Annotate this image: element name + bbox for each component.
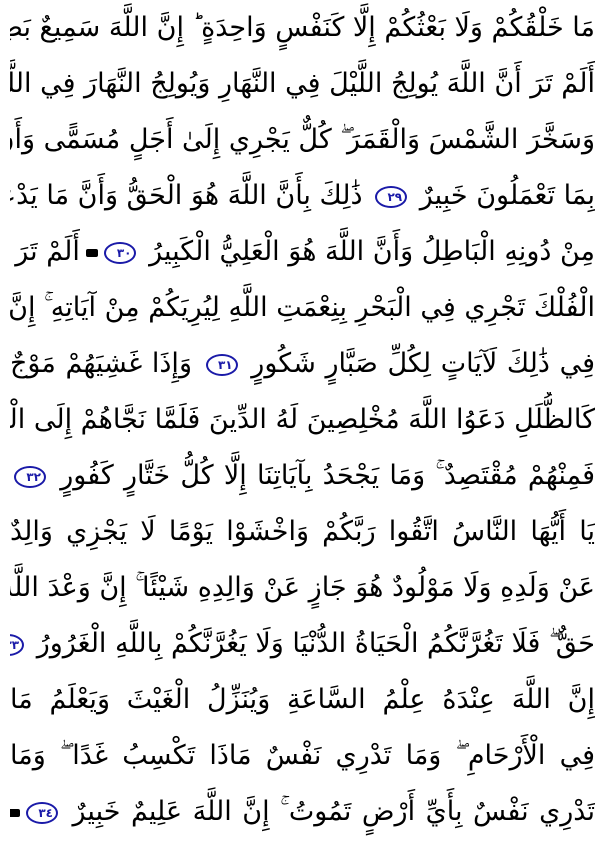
line-text: عَنْ وَلَدِهِ وَلَا مَوْلُودٌ هُوَ جَازٍ… xyxy=(10,572,595,603)
verse-line-6: الْفُلْكَ تَجْرِي فِي الْبَحْرِ بِنِعْمَ… xyxy=(10,280,595,336)
verse-line-13: إِنَّ اللَّهَ عِنْدَهُ عِلْمُ السَّاعَةِ… xyxy=(10,672,595,728)
line-text-continued: ذَٰلِكَ بِأَنَّ اللَّهَ هُوَ الْحَقُّ وَ… xyxy=(10,180,363,211)
line-text: مِنْ دُونِهِ الْبَاطِلُ وَأَنَّ اللَّهَ … xyxy=(149,236,595,267)
line-text: تَدْرِي نَفْسٌ بِأَيِّ أَرْضٍ تَمُوتُ ۚ … xyxy=(72,796,595,827)
verse-line-2: أَلَمْ تَرَ أَنَّ اللَّهَ يُولِجُ اللَّي… xyxy=(10,56,595,112)
verse-line-14: فِي الْأَرْحَامِ ۖ وَمَا تَدْرِي نَفْسٌ … xyxy=(10,728,595,784)
sajda-sign-icon xyxy=(10,808,20,817)
ayah-number-marker: ٣٣ xyxy=(10,633,25,656)
line-text: مَا خَلْقُكُمْ وَلَا بَعْثُكُمْ إِلَّا ك… xyxy=(10,12,595,43)
verse-line-12: حَقٌّ ۖ فَلَا تَغُرَّنَّكُمُ الْحَيَاةُ … xyxy=(10,616,595,672)
ayah-number-marker: ٣٠ xyxy=(104,241,137,264)
line-text: وَسَخَّرَ الشَّمْسَ وَالْقَمَرَ ۖ كُلٌّ … xyxy=(10,124,595,155)
verse-line-7: فِي ذَٰلِكَ لَآيَاتٍ لِكُلِّ صَبَّارٍ شَ… xyxy=(10,336,595,392)
line-text: فِي الْأَرْحَامِ ۖ وَمَا تَدْرِي نَفْسٌ … xyxy=(10,740,595,771)
line-text: كَالظُّلَلِ دَعَوُا اللَّهَ مُخْلِصِينَ … xyxy=(10,404,595,435)
verse-line-4: بِمَا تَعْمَلُونَ خَبِيرٌ ٢٩ ذَٰلِكَ بِأ… xyxy=(10,168,595,224)
verse-line-10: يَا أَيُّهَا النَّاسُ اتَّقُوا رَبَّكُمْ… xyxy=(10,504,595,560)
verse-line-1: مَا خَلْقُكُمْ وَلَا بَعْثُكُمْ إِلَّا ك… xyxy=(10,0,595,56)
ayah-number-marker: ٣١ xyxy=(205,353,238,376)
line-text: حَقٌّ ۖ فَلَا تَغُرَّنَّكُمُ الْحَيَاةُ … xyxy=(36,628,595,659)
ayah-number-marker: ٣٤ xyxy=(26,801,58,824)
verse-line-11: عَنْ وَلَدِهِ وَلَا مَوْلُودٌ هُوَ جَازٍ… xyxy=(10,560,595,616)
line-text: الْفُلْكَ تَجْرِي فِي الْبَحْرِ بِنِعْمَ… xyxy=(10,292,595,323)
line-text: يَا أَيُّهَا النَّاسُ اتَّقُوا رَبَّكُمْ… xyxy=(10,516,595,547)
line-text: فَمِنْهُمْ مُقْتَصِدٌ ۚ وَمَا يَجْحَدُ ب… xyxy=(60,460,595,491)
line-text: إِنَّ اللَّهَ عِنْدَهُ عِلْمُ السَّاعَةِ… xyxy=(10,684,595,715)
verse-line-8: كَالظُّلَلِ دَعَوُا اللَّهَ مُخْلِصِينَ … xyxy=(10,392,595,448)
line-text: بِمَا تَعْمَلُونَ خَبِيرٌ xyxy=(419,180,595,211)
verse-line-3: وَسَخَّرَ الشَّمْسَ وَالْقَمَرَ ۖ كُلٌّ … xyxy=(10,112,595,168)
sajda-sign-icon xyxy=(86,248,99,257)
line-text: فِي ذَٰلِكَ لَآيَاتٍ لِكُلِّ صَبَّارٍ شَ… xyxy=(251,348,595,379)
verse-line-15: تَدْرِي نَفْسٌ بِأَيِّ أَرْضٍ تَمُوتُ ۚ … xyxy=(10,784,595,840)
verse-line-5: مِنْ دُونِهِ الْبَاطِلُ وَأَنَّ اللَّهَ … xyxy=(10,224,595,280)
line-text-continued: أَلَمْ تَرَ أَنَّ xyxy=(10,236,80,267)
ayah-number-marker: ٣٢ xyxy=(14,465,46,488)
verse-line-9: فَمِنْهُمْ مُقْتَصِدٌ ۚ وَمَا يَجْحَدُ ب… xyxy=(10,448,595,504)
line-text: أَلَمْ تَرَ أَنَّ اللَّهَ يُولِجُ اللَّي… xyxy=(10,68,595,99)
line-text-continued: وَإِذَا غَشِيَهُمْ مَوْجٌ xyxy=(10,348,192,379)
ayah-number-marker: ٢٩ xyxy=(375,185,408,208)
